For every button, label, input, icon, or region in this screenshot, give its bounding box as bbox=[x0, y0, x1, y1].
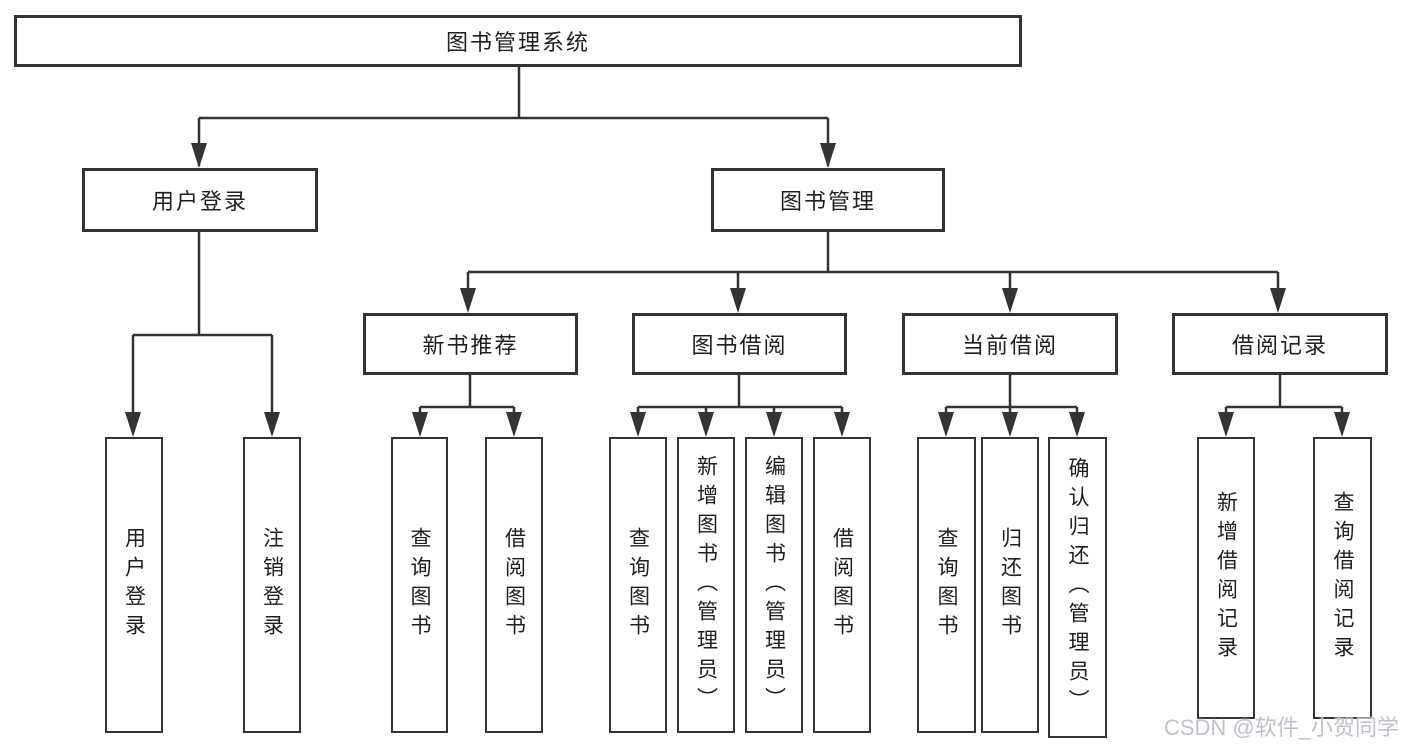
leaf-add-book: 新增图书（管理员） bbox=[677, 437, 735, 733]
leaf-user-login-label: 用户登录 bbox=[122, 527, 146, 643]
arrowheads bbox=[125, 143, 1350, 437]
node-book-borrow-label: 图书借阅 bbox=[691, 333, 788, 358]
node-user-login-label: 用户登录 bbox=[151, 189, 248, 214]
node-borrow-records: 借阅记录 bbox=[1172, 313, 1388, 375]
leaf-logout: 注销登录 bbox=[243, 437, 301, 733]
leaf-borrow-book-recommend-label: 借阅图书 bbox=[502, 527, 526, 643]
leaf-query-book-recommend: 查询图书 bbox=[391, 437, 448, 733]
node-book-management-label: 图书管理 bbox=[779, 189, 876, 214]
leaf-borrow-book-recommend: 借阅图书 bbox=[485, 437, 543, 733]
leaf-query-book-current: 查询图书 bbox=[917, 437, 976, 733]
leaf-return-book-label: 归还图书 bbox=[998, 527, 1022, 643]
leaf-user-login: 用户登录 bbox=[105, 437, 163, 733]
node-current-borrow-label: 当前借阅 bbox=[961, 333, 1058, 358]
leaf-query-borrow-record-label: 查询借阅记录 bbox=[1331, 491, 1354, 665]
node-current-borrow: 当前借阅 bbox=[902, 313, 1118, 375]
leaf-borrow-book-label: 借阅图书 bbox=[830, 527, 854, 643]
leaf-confirm-return-label: 确认归还（管理员） bbox=[1066, 457, 1089, 718]
watermark: CSDN @软件_小贺同学 bbox=[1163, 715, 1399, 740]
leaf-query-book-borrow: 查询图书 bbox=[609, 437, 667, 733]
leaf-query-book-recommend-label: 查询图书 bbox=[408, 527, 431, 643]
leaf-add-book-label: 新增图书（管理员） bbox=[694, 454, 718, 716]
leaf-query-book-current-label: 查询图书 bbox=[935, 527, 958, 643]
node-new-book-recommend: 新书推荐 bbox=[363, 313, 578, 375]
node-root: 图书管理系统 bbox=[14, 15, 1022, 67]
leaf-logout-label: 注销登录 bbox=[260, 527, 284, 643]
leaf-edit-book-label: 编辑图书（管理员） bbox=[762, 454, 786, 716]
leaf-add-borrow-record: 新增借阅记录 bbox=[1197, 437, 1255, 719]
leaf-return-book: 归还图书 bbox=[981, 437, 1039, 733]
node-book-borrow: 图书借阅 bbox=[632, 313, 847, 375]
node-new-book-recommend-label: 新书推荐 bbox=[422, 333, 519, 358]
leaf-query-borrow-record: 查询借阅记录 bbox=[1313, 437, 1372, 719]
node-user-login: 用户登录 bbox=[82, 168, 318, 232]
node-root-label: 图书管理系统 bbox=[445, 30, 590, 55]
leaf-edit-book: 编辑图书（管理员） bbox=[745, 437, 803, 733]
leaf-query-book-borrow-label: 查询图书 bbox=[626, 527, 650, 643]
leaf-add-borrow-record-label: 新增借阅记录 bbox=[1214, 491, 1238, 665]
leaf-confirm-return: 确认归还（管理员） bbox=[1048, 437, 1107, 738]
node-book-management: 图书管理 bbox=[711, 168, 945, 232]
node-borrow-records-label: 借阅记录 bbox=[1231, 333, 1328, 358]
leaf-borrow-book: 借阅图书 bbox=[813, 437, 871, 733]
